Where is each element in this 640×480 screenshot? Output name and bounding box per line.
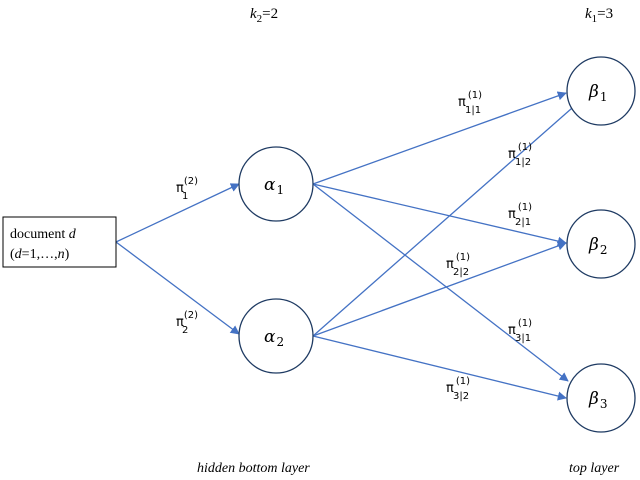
k1-label: k1=3 bbox=[585, 6, 613, 25]
edge-alpha2-beta3 bbox=[312, 335, 567, 401]
document-line2: (d=1,…,n) bbox=[10, 247, 70, 262]
beta1-node: β1 bbox=[566, 56, 636, 126]
beta3-node: β3 bbox=[566, 363, 636, 433]
edge-alpha2-beta1 bbox=[312, 93, 589, 337]
bottom-layer-label: hidden bottom layer bbox=[197, 461, 310, 476]
edge-doc-alpha1 bbox=[115, 183, 240, 243]
edge-label-pi22: π(1)2|2 bbox=[446, 252, 470, 278]
document-node: document d (d=1,…,n) bbox=[2, 216, 117, 268]
svg-text:α2: α2 bbox=[264, 327, 284, 349]
edge-alpha1-beta3 bbox=[312, 183, 569, 382]
edge-alpha1-beta1 bbox=[312, 91, 567, 185]
edge-alpha1-beta2 bbox=[312, 183, 567, 246]
beta2-node: β2 bbox=[566, 209, 636, 279]
edge-label-pi1-2: π(2)1 bbox=[176, 176, 198, 202]
edge-label-pi2-2: π(2)2 bbox=[176, 310, 198, 336]
edge-label-pi21: π(1)2|1 bbox=[508, 202, 532, 228]
edge-doc-alpha2 bbox=[115, 241, 240, 335]
svg-text:α1: α1 bbox=[264, 175, 284, 197]
edge-label-pi11: π(1)1|1 bbox=[458, 90, 482, 116]
edge-label-pi31: π(1)3|1 bbox=[508, 318, 532, 344]
edge-alpha2-beta2 bbox=[312, 241, 567, 337]
edge-label-pi32: π(1)3|2 bbox=[446, 376, 470, 402]
svg-text:β2: β2 bbox=[588, 235, 607, 257]
svg-text:β1: β1 bbox=[588, 82, 607, 104]
edge-label-pi12: π(1)1|2 bbox=[508, 142, 532, 168]
alpha2-node: α2 bbox=[238, 298, 314, 374]
alpha1-node: α1 bbox=[238, 146, 314, 222]
svg-text:β3: β3 bbox=[588, 389, 607, 411]
k2-label: k2=2 bbox=[250, 6, 278, 25]
document-line1: document d bbox=[10, 227, 77, 242]
top-layer-label: top layer bbox=[569, 461, 620, 476]
